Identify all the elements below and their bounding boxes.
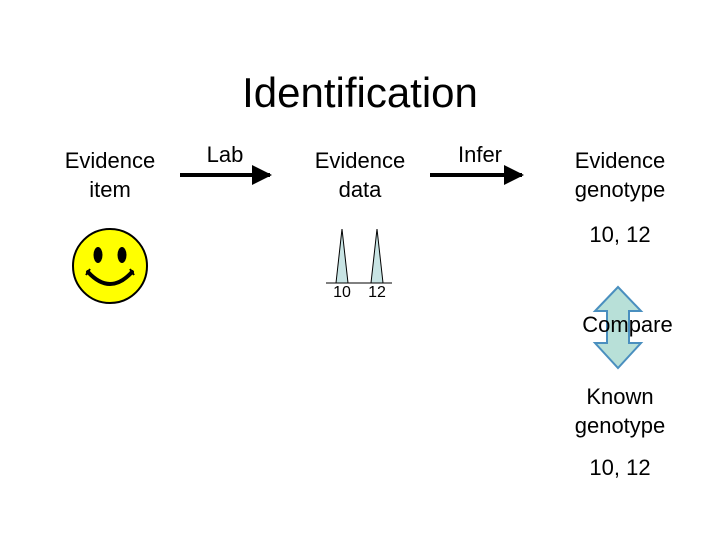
known-genotype-label: Known genotype xyxy=(574,384,666,438)
peak-label-12: 12 xyxy=(368,284,386,301)
compare-double-arrow-icon xyxy=(592,285,644,370)
compare-label: Compare xyxy=(582,312,673,337)
evidence-genotype-label: Evidence genotype xyxy=(574,148,666,202)
diagram-title: Identification xyxy=(242,69,478,116)
known-genotype-value: 10, 12 xyxy=(589,455,651,480)
evidence-genotype-value: 10, 12 xyxy=(589,222,651,247)
peak-label-10: 10 xyxy=(333,284,351,301)
smiley-face-icon xyxy=(72,228,148,304)
infer-label: Infer xyxy=(457,142,503,167)
peak-12 xyxy=(370,228,384,284)
peak-10 xyxy=(335,228,349,284)
electropherogram xyxy=(326,228,392,284)
evidence-data-label: Evidence data xyxy=(314,148,406,202)
evidence-item-label: Evidence item xyxy=(64,148,156,202)
lab-label: Lab xyxy=(206,142,244,167)
